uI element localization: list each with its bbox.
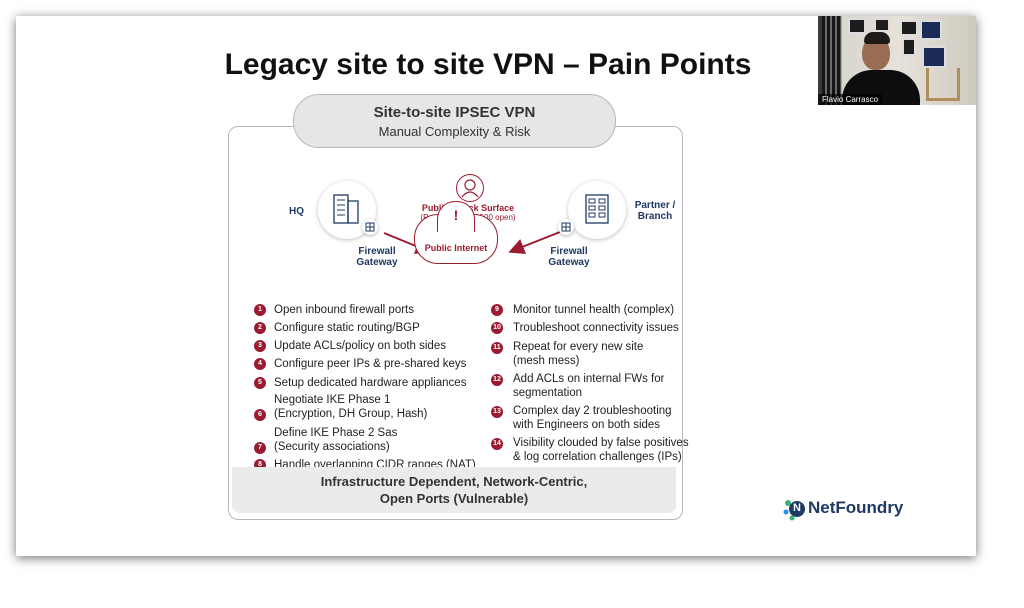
footer-line2: Open Ports (Vulnerable): [379, 491, 529, 506]
diagram-header: Site-to-site IPSEC VPN Manual Complexity…: [293, 94, 616, 148]
partner-label-line1: Partner /: [634, 200, 676, 211]
item-text: Configure peer IPs & pre-shared keys: [274, 358, 467, 370]
item-text: Define IKE Phase 2 Sas: [274, 427, 398, 439]
diagram-footer: Infrastructure Dependent, Network-Centri…: [232, 467, 676, 513]
item-number-badge: 5: [254, 377, 266, 389]
firewall-left-line1: Firewall: [358, 246, 396, 257]
diagram-header-subtitle: Manual Complexity & Risk: [378, 124, 531, 139]
cloud-label: Public Internet: [424, 243, 488, 253]
firewall-right-line2: Gateway: [548, 257, 590, 268]
firewall-gateway-left: Firewall Gateway: [352, 246, 402, 268]
item-text: Monitor tunnel health (complex): [513, 304, 675, 316]
item-text: Setup dedicated hardware appliances: [274, 377, 467, 389]
item-number-badge: 1: [254, 304, 266, 316]
item-number-badge: 10: [491, 322, 503, 334]
netfoundry-logo-icon: [783, 500, 805, 521]
item-text-line2: (Security associations): [274, 441, 390, 453]
partner-label-line2: Branch: [637, 211, 673, 222]
hq-label: HQ: [289, 206, 304, 217]
netfoundry-logo-text: NetFoundry: [808, 498, 904, 517]
item-text: Update ACLs/policy on both sides: [274, 340, 446, 352]
firewall-left-line2: Gateway: [356, 257, 398, 268]
item-text: Configure static routing/BGP: [274, 322, 420, 334]
firewall-right-line1: Firewall: [550, 246, 588, 257]
item-text: Complex day 2 troubleshooting: [513, 405, 672, 417]
netfoundry-logo-letter: N: [793, 502, 801, 514]
footer-line1: Infrastructure Dependent, Network-Centri…: [320, 474, 588, 489]
item-text-line2: (mesh mess): [513, 355, 580, 367]
firewall-gateway-right: Firewall Gateway: [544, 246, 594, 268]
presenter-hair: [864, 32, 890, 44]
item-text: Repeat for every new site: [513, 341, 644, 353]
item-number-badge: 6: [254, 409, 266, 421]
building-icon: [333, 194, 359, 224]
presenter-video[interactable]: Flavio Carrasco: [818, 16, 976, 105]
wall-frame: [902, 38, 916, 56]
item-number-badge: 14: [491, 438, 503, 450]
presenter-name: Flavio Carrasco: [818, 94, 883, 105]
cloud-bump: [437, 201, 475, 232]
firewall-icon-left: [362, 219, 378, 235]
item-number-badge: 4: [254, 358, 266, 370]
item-text-line2: segmentation: [513, 387, 583, 399]
wall-frame: [900, 20, 918, 36]
item-number-badge: 9: [491, 304, 503, 316]
wall-frame: [922, 46, 946, 68]
item-text-line2: & log correlation challenges (IPs): [513, 451, 682, 463]
netfoundry-logo: N NetFoundry: [780, 494, 920, 524]
hacker-icon: [456, 174, 484, 202]
diagram-header-title: Site-to-site IPSEC VPN: [373, 104, 536, 121]
slide-title: Legacy site to site VPN – Pain Points: [224, 48, 752, 81]
item-text: Troubleshoot connectivity issues: [513, 322, 679, 334]
wall-frame: [874, 18, 890, 32]
item-number-badge: 7: [254, 442, 266, 454]
partner-site-circle: [568, 181, 626, 239]
office-building-icon: [585, 194, 609, 224]
firewall-icon-right: [558, 219, 574, 235]
chair: [926, 68, 960, 101]
item-text-line2: (Encryption, DH Group, Hash): [274, 408, 428, 420]
arrow-partner-to-internet: [508, 231, 561, 255]
item-number-badge: 12: [491, 374, 503, 386]
item-number-badge: 13: [491, 406, 503, 418]
item-text: Open inbound firewall ports: [274, 304, 414, 316]
item-text: Visibility clouded by false positives: [513, 437, 689, 449]
warning-icon: !: [453, 207, 459, 223]
wall-frame: [920, 20, 942, 40]
item-number-badge: 11: [491, 342, 503, 354]
item-number-badge: 2: [254, 322, 266, 334]
window-blinds: [822, 16, 840, 105]
public-internet-cloud: ! Public Internet: [414, 201, 498, 264]
item-number-badge: 3: [254, 340, 266, 352]
item-text: Add ACLs on internal FWs for: [513, 373, 665, 385]
wall-frame: [848, 18, 866, 34]
partner-branch-label: Partner / Branch: [632, 200, 678, 222]
item-text-line2: with Engineers on both sides: [513, 419, 661, 431]
item-text: Negotiate IKE Phase 1: [274, 394, 391, 406]
